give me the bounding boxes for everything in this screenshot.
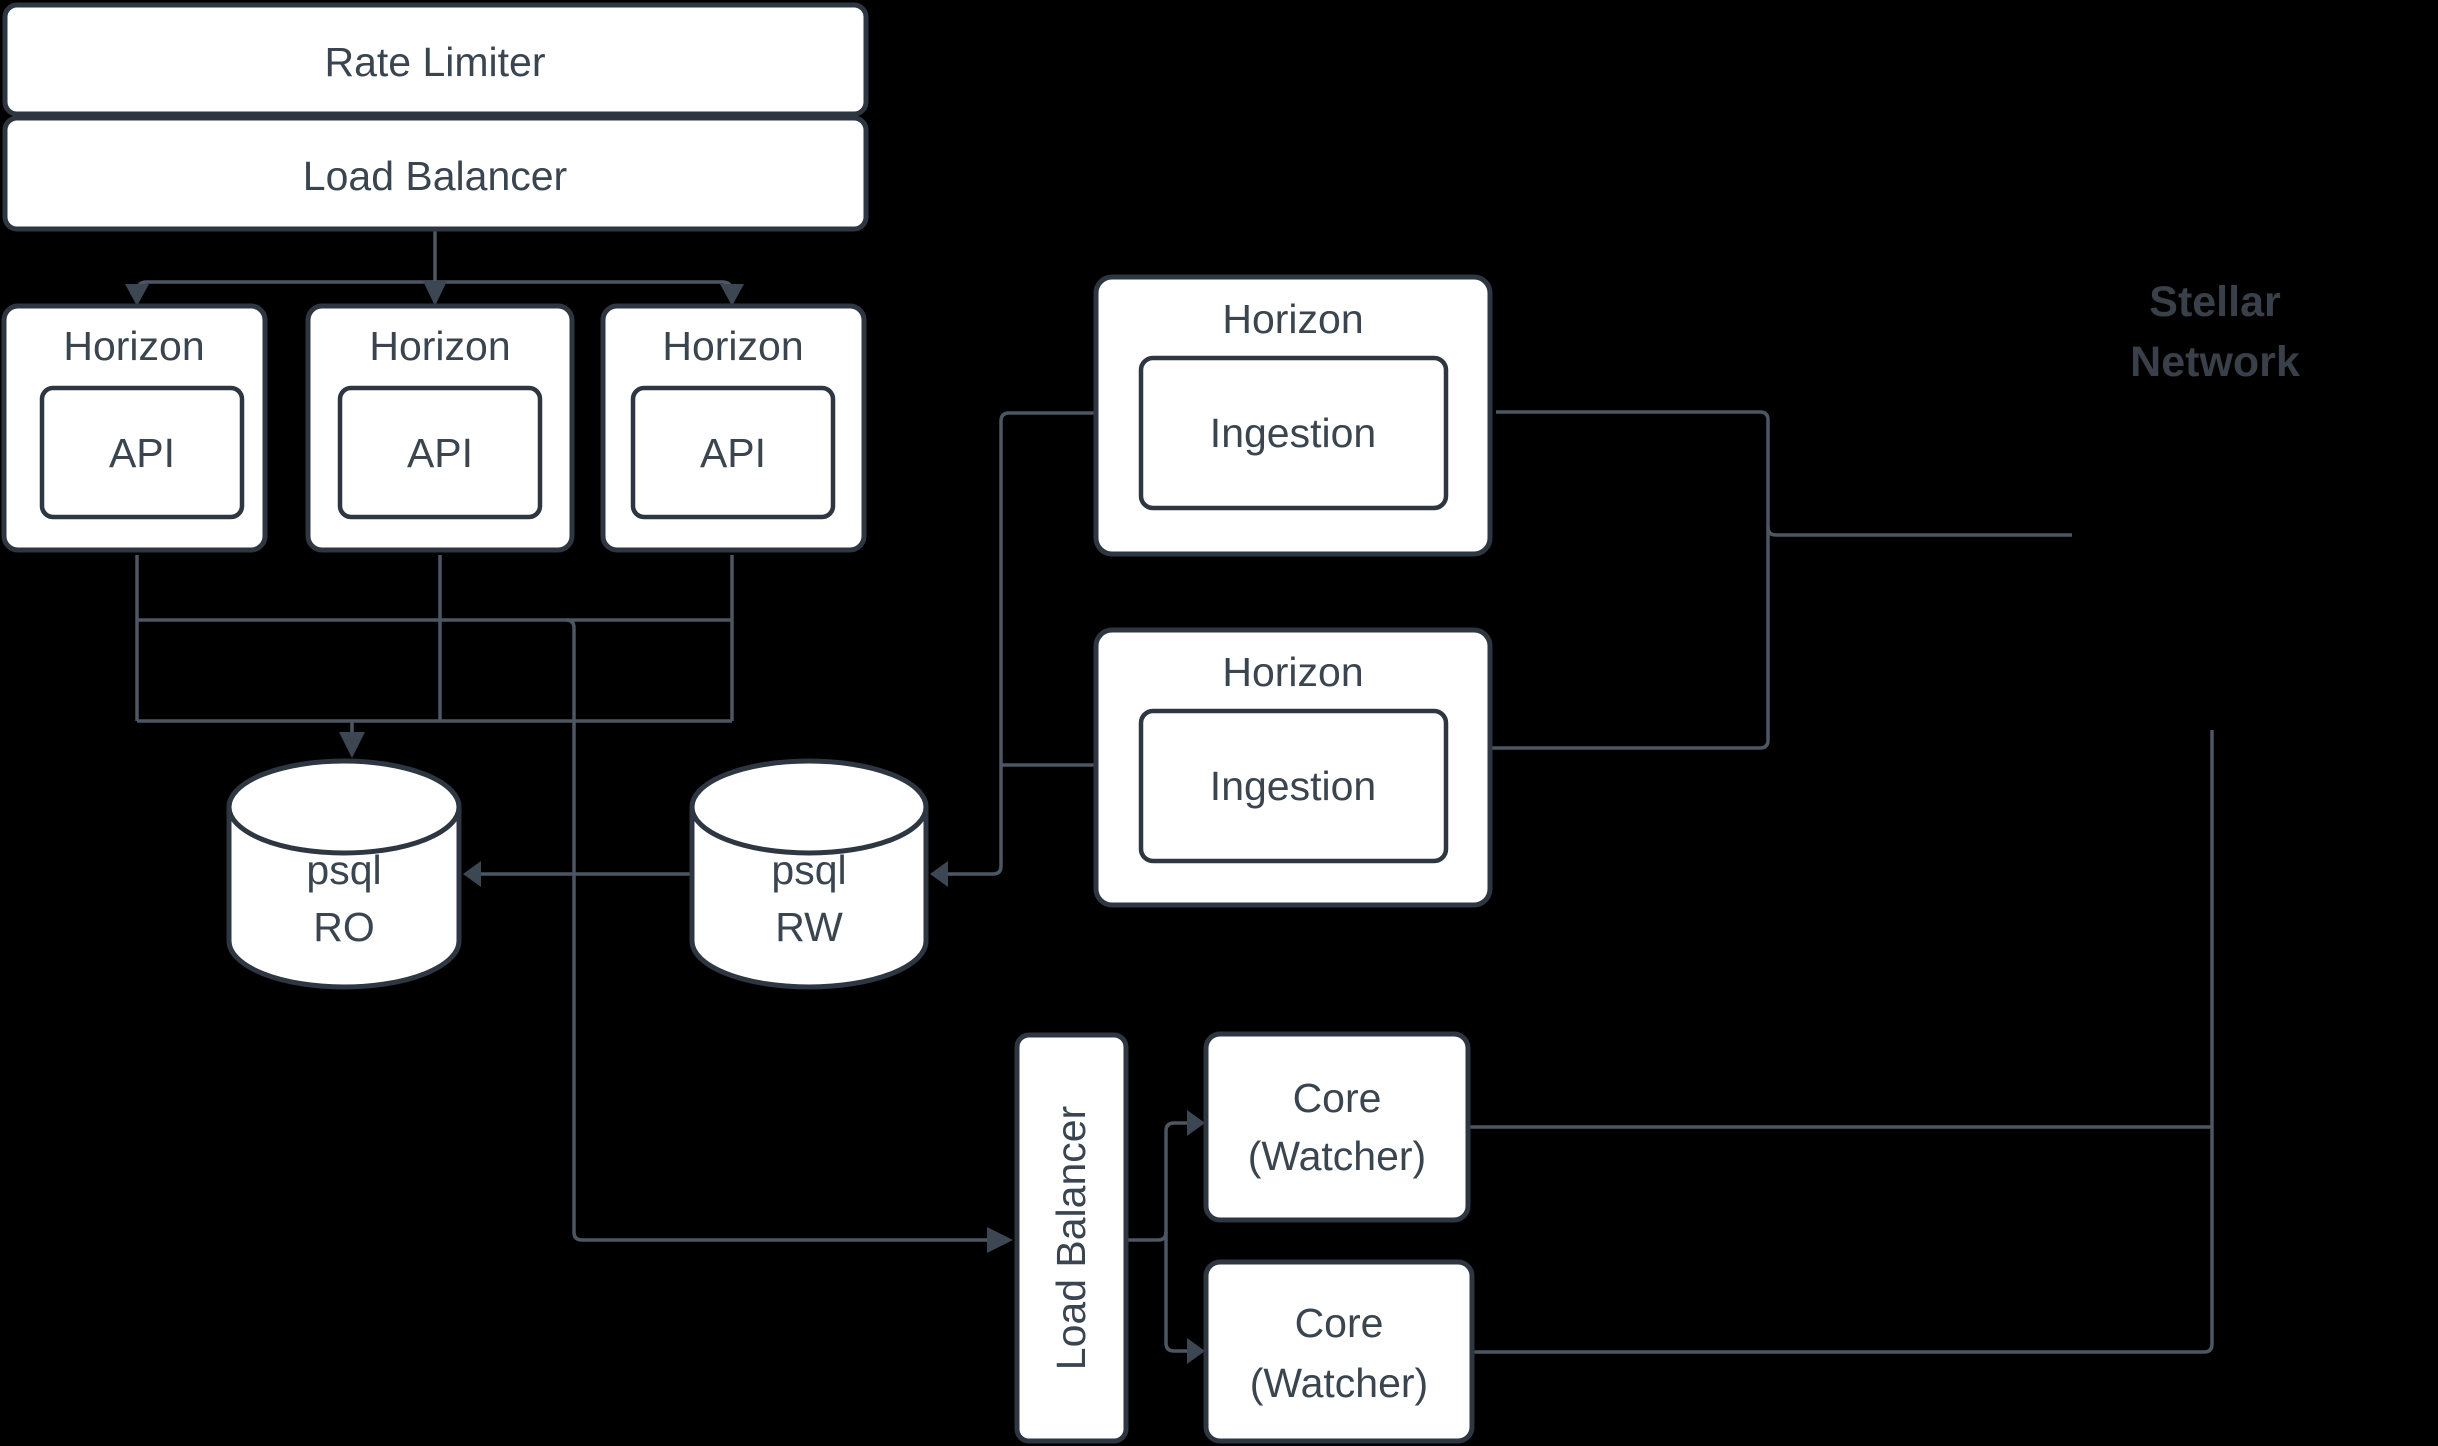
horizon-ingestion-node-2: Horizon Ingestion (1093, 627, 1493, 908)
psql-ro-ellipse-rim (226, 806, 462, 856)
ingestion-2-label: Ingestion (1210, 763, 1376, 809)
rate-limiter-node: Rate Limiter (2, 2, 869, 117)
arrowhead-into-core-lb (987, 1227, 1013, 1253)
horizon-ingestion-node-1: Horizon Ingestion (1093, 274, 1493, 557)
horizon-ingestion-1-title: Horizon (1222, 296, 1363, 342)
psql-rw-ellipse-rim (689, 806, 929, 856)
psql-rw-line2: RW (775, 904, 843, 950)
horizon-api-3-title: Horizon (662, 323, 803, 369)
load-balancer-top-label: Load Balancer (303, 153, 567, 199)
horizon-api-1-title: Horizon (63, 323, 204, 369)
connector-apis-bus (135, 555, 1013, 1253)
connector-cores-to-network (1468, 730, 2214, 1354)
stellar-network-line1: Stellar (2149, 278, 2281, 326)
core-watcher-node-2: Core (Watcher) (1203, 1259, 1475, 1444)
api-1-label: API (109, 430, 175, 476)
horizon-api-node-1: Horizon API (1, 303, 268, 553)
load-balancer-core-label: Load Balancer (1048, 1106, 1094, 1370)
arrowhead-into-psql-ro (339, 732, 365, 758)
connector-rw-to-ro (463, 861, 692, 887)
api-3-label: API (700, 430, 766, 476)
connector-ingestion-to-network (1490, 410, 2072, 750)
core-watcher-1-line2: (Watcher) (1248, 1133, 1426, 1179)
arrowhead-down-horizon-2 (423, 281, 447, 306)
horizon-api-node-3: Horizon API (600, 303, 867, 553)
connector-ingestion-to-rw (930, 411, 1100, 887)
psql-rw-line1: psql (771, 847, 846, 893)
arrowhead-into-ro (463, 861, 481, 887)
ingestion-1-label: Ingestion (1210, 410, 1376, 456)
stellar-network-line2: Network (2130, 338, 2300, 386)
api-2-label: API (407, 430, 473, 476)
core-watcher-2-line1: Core (1295, 1300, 1384, 1346)
connector-corelb-to-cores (1126, 1110, 1205, 1364)
arrowhead-into-core-1 (1187, 1110, 1205, 1136)
core-watcher-node-1: Core (Watcher) (1203, 1031, 1471, 1223)
arrowhead-down-horizon-1 (125, 284, 149, 306)
core-watcher-1-line1: Core (1293, 1075, 1382, 1121)
horizon-api-2-title: Horizon (369, 323, 510, 369)
arrowhead-down-horizon-3 (720, 284, 744, 306)
load-balancer-core-node: Load Balancer (1014, 1032, 1129, 1444)
arrowhead-into-rw (930, 861, 948, 887)
psql-ro-cylinder: psql RO (226, 758, 462, 990)
psql-ro-line1: psql (306, 847, 381, 893)
connector-lb-to-horizons (125, 230, 744, 306)
psql-rw-cylinder: psql RW (689, 758, 929, 990)
horizon-ingestion-2-title: Horizon (1222, 649, 1363, 695)
rate-limiter-label: Rate Limiter (324, 39, 545, 85)
psql-ro-line2: RO (313, 904, 375, 950)
stellar-network-label: Stellar Network (2130, 278, 2300, 386)
arrowhead-into-core-2 (1187, 1338, 1205, 1364)
load-balancer-top-node: Load Balancer (2, 115, 869, 232)
core-watcher-2-line2: (Watcher) (1250, 1360, 1428, 1406)
horizon-api-node-2: Horizon API (305, 303, 575, 553)
